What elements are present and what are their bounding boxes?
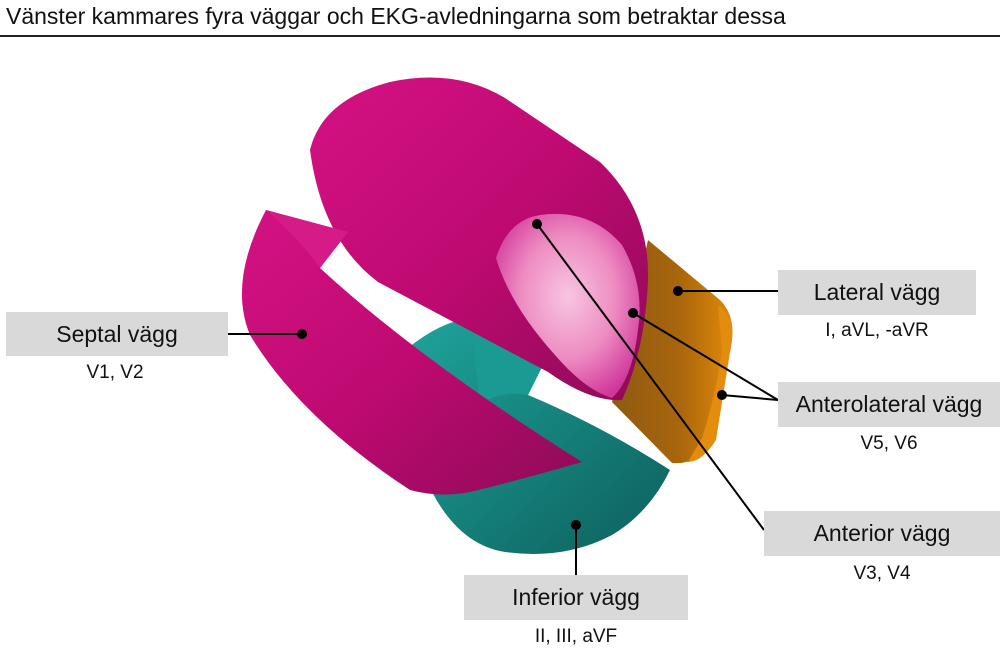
septal-wall-label: Septal vägg	[6, 312, 228, 356]
anterolateral-marker-dot-2	[717, 390, 727, 400]
septal-marker-dot	[297, 329, 307, 339]
inferior-marker-dot	[571, 520, 581, 530]
anterior-marker-dot	[532, 219, 542, 229]
marker-dots	[297, 219, 727, 530]
septal-wall-shape	[241, 210, 582, 495]
inferior-wall-label: Inferior vägg	[464, 575, 688, 620]
title-divider	[0, 35, 1000, 37]
lateral-wall-label: Lateral vägg	[778, 270, 976, 315]
leader-lines	[228, 223, 779, 575]
anterolateral-leader-line-1	[632, 312, 779, 401]
figure-title: Vänster kammares fyra väggar och EKG-avl…	[6, 3, 786, 29]
anterior-wall-leads: V3, V4	[853, 563, 911, 584]
anterolateral-marker-dot-1	[628, 308, 638, 318]
septal-wall-leads: V1, V2	[86, 362, 144, 383]
inferior-wall-leads: II, III, aVF	[534, 626, 618, 647]
anterolateral-leader-line-2	[721, 394, 779, 401]
anterolateral-wall-leads: V5, V6	[860, 433, 918, 454]
anterior-leader-line	[536, 223, 765, 531]
lateral-wall-leads: I, aVL, -aVR	[825, 320, 929, 341]
anterior-wall-label: Anterior vägg	[764, 511, 1000, 556]
lateral-marker-dot	[673, 286, 683, 296]
anterior-wall-shape	[310, 77, 649, 401]
anterolateral-wall-label: Anterolateral vägg	[778, 382, 1000, 427]
